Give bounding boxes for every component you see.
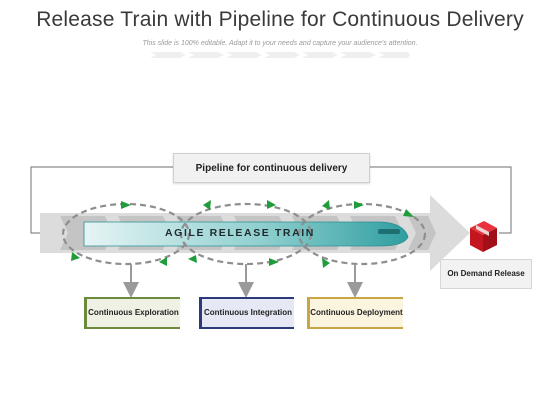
stage-continuous-integration: Continuous Integration [199,297,294,329]
stage-continuous-deployment: Continuous Deployment [307,297,403,329]
pipeline-loop-right [368,166,512,234]
cycle-ellipse-integration [179,202,313,266]
page-title: Release Train with Pipeline for Continuo… [36,8,524,31]
pipeline-loop-left [30,166,173,234]
train-label: AGILE RELEASE TRAIN [165,227,315,239]
train-window [378,229,400,234]
cycle-arrowheads [71,200,414,268]
on-demand-release-label: On Demand Release [440,259,532,289]
release-box-icon [470,221,497,252]
pipeline-label: Pipeline for continuous delivery [173,153,370,183]
cycle-ellipse-deployment [297,202,427,266]
header-decoration [150,52,410,58]
train-body [83,221,409,247]
stage-continuous-exploration: Continuous Exploration [84,297,180,329]
page-subtitle: This slide is 100% editable. Adapt it to… [142,40,418,47]
